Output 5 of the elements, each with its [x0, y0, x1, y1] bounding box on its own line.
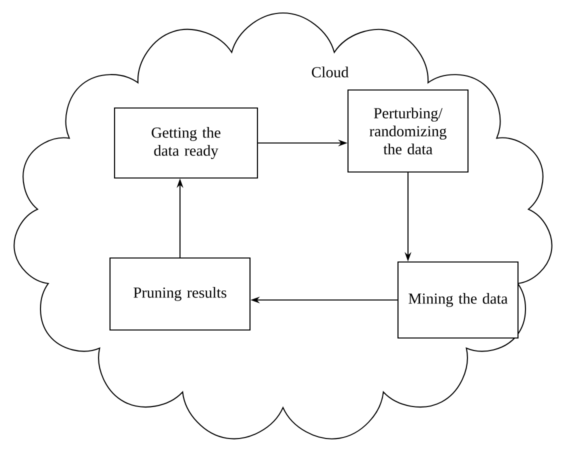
process-box: Perturbing/ randomizing the data — [347, 89, 469, 173]
process-box: Mining the data — [397, 261, 519, 339]
process-box: Pruning results — [109, 257, 251, 331]
cloud-label: Cloud — [312, 66, 349, 78]
process-box: Getting the data ready — [114, 107, 258, 179]
